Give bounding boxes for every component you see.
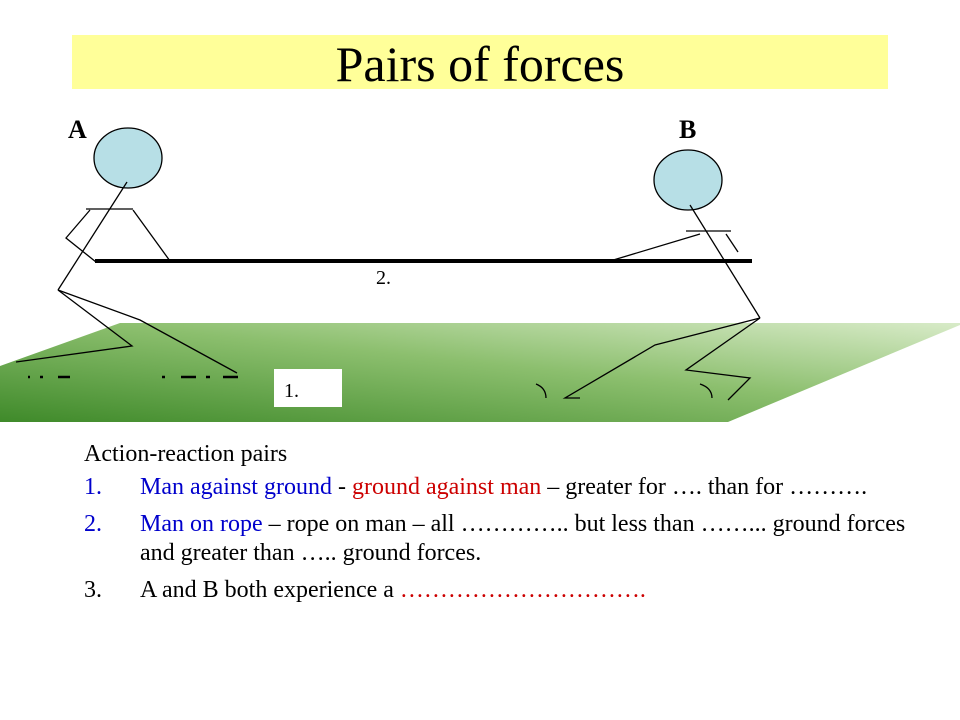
ground-plane xyxy=(0,323,960,422)
item-1-part-3: ground against man xyxy=(351,474,542,500)
item-3-part-1: A and B both experience a xyxy=(140,577,400,603)
list-number: 2. xyxy=(84,511,102,537)
person-b-foot-curve-1 xyxy=(535,383,547,399)
person-a xyxy=(15,127,238,374)
list-item-3: 3. A and B both experience a …………………………. xyxy=(84,576,924,605)
person-a-leg-1 xyxy=(15,289,134,363)
person-a-head xyxy=(93,127,163,189)
list-item-1: 1. Man against ground - ground against m… xyxy=(84,473,924,502)
label-person-a: A xyxy=(68,115,87,144)
item-2-part-1: Man on rope xyxy=(140,511,263,537)
list-item-2: 2. Man on rope – rope on man – all ………….… xyxy=(84,510,924,568)
person-b-torso xyxy=(689,204,761,319)
rope-force-label: 2. xyxy=(376,267,391,289)
label-person-b: B xyxy=(679,115,697,144)
tug-of-war-diagram xyxy=(0,127,960,422)
person-b-arm-1 xyxy=(609,233,701,262)
list-number: 3. xyxy=(84,577,102,603)
ground-force-label: 1. xyxy=(274,369,342,407)
slide-title: Pairs of forces xyxy=(335,36,625,92)
item-1-part-4: – greater for …. than for ………. xyxy=(541,474,868,500)
person-b-arm-2 xyxy=(725,233,739,253)
person-a-arm-1 xyxy=(65,209,97,263)
item-3-part-2: …………………………. xyxy=(399,577,646,603)
item-1-part-2: - xyxy=(331,474,352,500)
section-heading: Action-reaction pairs xyxy=(84,441,288,467)
person-b-leg-2 xyxy=(684,317,761,401)
title-banner: Pairs of forces xyxy=(72,35,888,92)
item-1-part-1: Man against ground xyxy=(140,474,332,500)
person-b-foot-curve-2 xyxy=(699,383,713,399)
item-2-part-2: – rope on man – all ………….. but less than… xyxy=(140,511,906,566)
list-number: 1. xyxy=(84,474,102,500)
person-b xyxy=(535,149,761,401)
person-a-torso xyxy=(57,181,128,291)
explanation-text: Action-reaction pairs 1. Man against gro… xyxy=(84,440,924,613)
person-a-leg-2 xyxy=(57,289,238,374)
person-b-head xyxy=(653,149,723,211)
person-b-leg-1 xyxy=(562,317,761,399)
person-a-arm-2 xyxy=(132,209,171,262)
